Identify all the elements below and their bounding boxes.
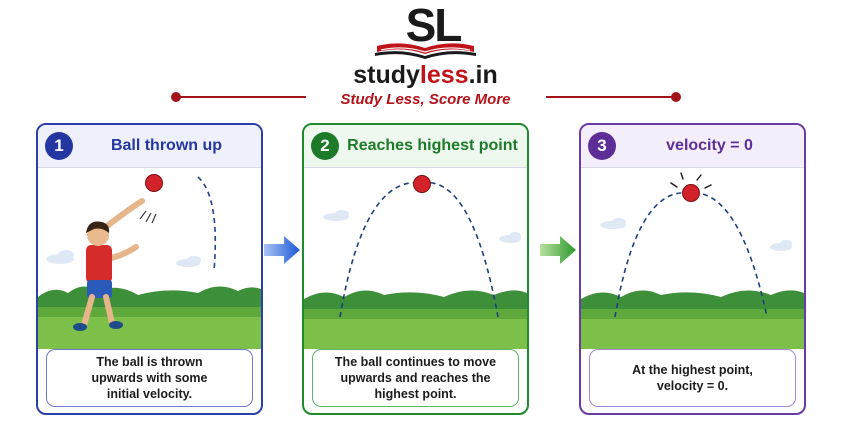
cloud-icon (600, 218, 792, 251)
site-name-accent: less (419, 61, 469, 89)
step-number-badge: 2 (311, 132, 339, 160)
boy-figure (73, 198, 145, 331)
panel-header: 3 velocity = 0 (581, 125, 804, 168)
panel-ball-thrown-up: 1 Ball thrown up (36, 123, 263, 415)
step-number-badge: 1 (45, 132, 73, 160)
brand-header: SL studyless.in Study Less, Score More (0, 0, 851, 112)
cloud-icon (323, 210, 521, 243)
site-name-end: .in (468, 61, 498, 89)
scene-illustration (38, 174, 261, 349)
open-book-icon (375, 43, 476, 59)
arrow-right-icon (264, 236, 300, 264)
panel-caption: The ball is thrown upwards with some ini… (91, 355, 208, 401)
brand-monogram: SL (405, 0, 463, 51)
step-number-badge: 3 (588, 132, 616, 160)
panel-caption: At the highest point, velocity = 0. (632, 363, 753, 393)
site-name[interactable]: studyless.in (300, 60, 551, 90)
panel-reaches-highest-point: 2 Reaches highest point The ball continu… (302, 123, 529, 415)
caption-box: The ball continues to move upwards and r… (312, 349, 519, 407)
panel-caption: The ball continues to move upwards and r… (334, 355, 497, 401)
caption-box: At the highest point, velocity = 0. (589, 349, 796, 407)
highlight-rays (670, 172, 712, 189)
tagline: Study Less, Score More (340, 91, 511, 108)
panel-header: 2 Reaches highest point (304, 125, 527, 168)
caption-box: The ball is thrown upwards with some ini… (46, 349, 253, 407)
panel-title: velocity = 0 (666, 137, 753, 154)
ball-icon (413, 175, 431, 193)
panel-title: Ball thrown up (110, 137, 223, 154)
cloud-icon (46, 250, 201, 267)
site-name-start: study (353, 61, 420, 89)
scene-illustration (304, 175, 527, 349)
panel-velocity-zero: 3 velocity = 0 At the highest point, vel… (579, 123, 806, 415)
arrow-right-icon (540, 236, 576, 264)
ball-icon (145, 174, 163, 192)
scene-illustration (581, 172, 804, 349)
ball-icon (682, 184, 700, 202)
tagline-divider (171, 92, 681, 102)
panel-header: 1 Ball thrown up (38, 125, 261, 168)
panel-title: Reaches highest point (347, 137, 518, 154)
